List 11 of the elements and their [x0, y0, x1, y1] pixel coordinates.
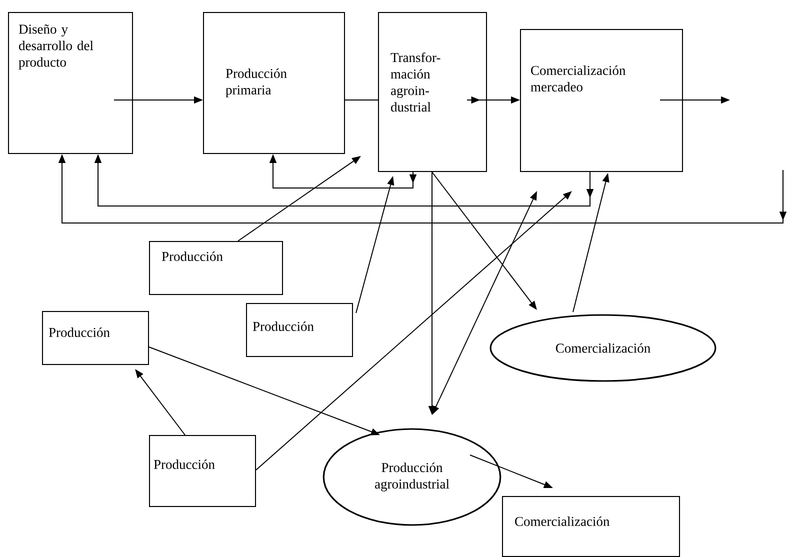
- process-box: Comercialización: [502, 496, 680, 557]
- process-box: Producción: [149, 435, 256, 507]
- process-box: Transfor- mación agroin- dustrial: [378, 12, 487, 172]
- process-box: Diseño y desarrollo del producto: [8, 12, 133, 154]
- process-box: Comercialización mercadeo: [520, 29, 683, 172]
- oval-node: Producción agroindustrial: [322, 428, 502, 526]
- oval-node: Comercialización: [490, 314, 716, 382]
- process-box: Producción: [149, 241, 283, 295]
- process-box: Producción: [42, 311, 149, 365]
- process-box: Producción primaria: [203, 12, 345, 154]
- process-box: Producción: [246, 303, 353, 357]
